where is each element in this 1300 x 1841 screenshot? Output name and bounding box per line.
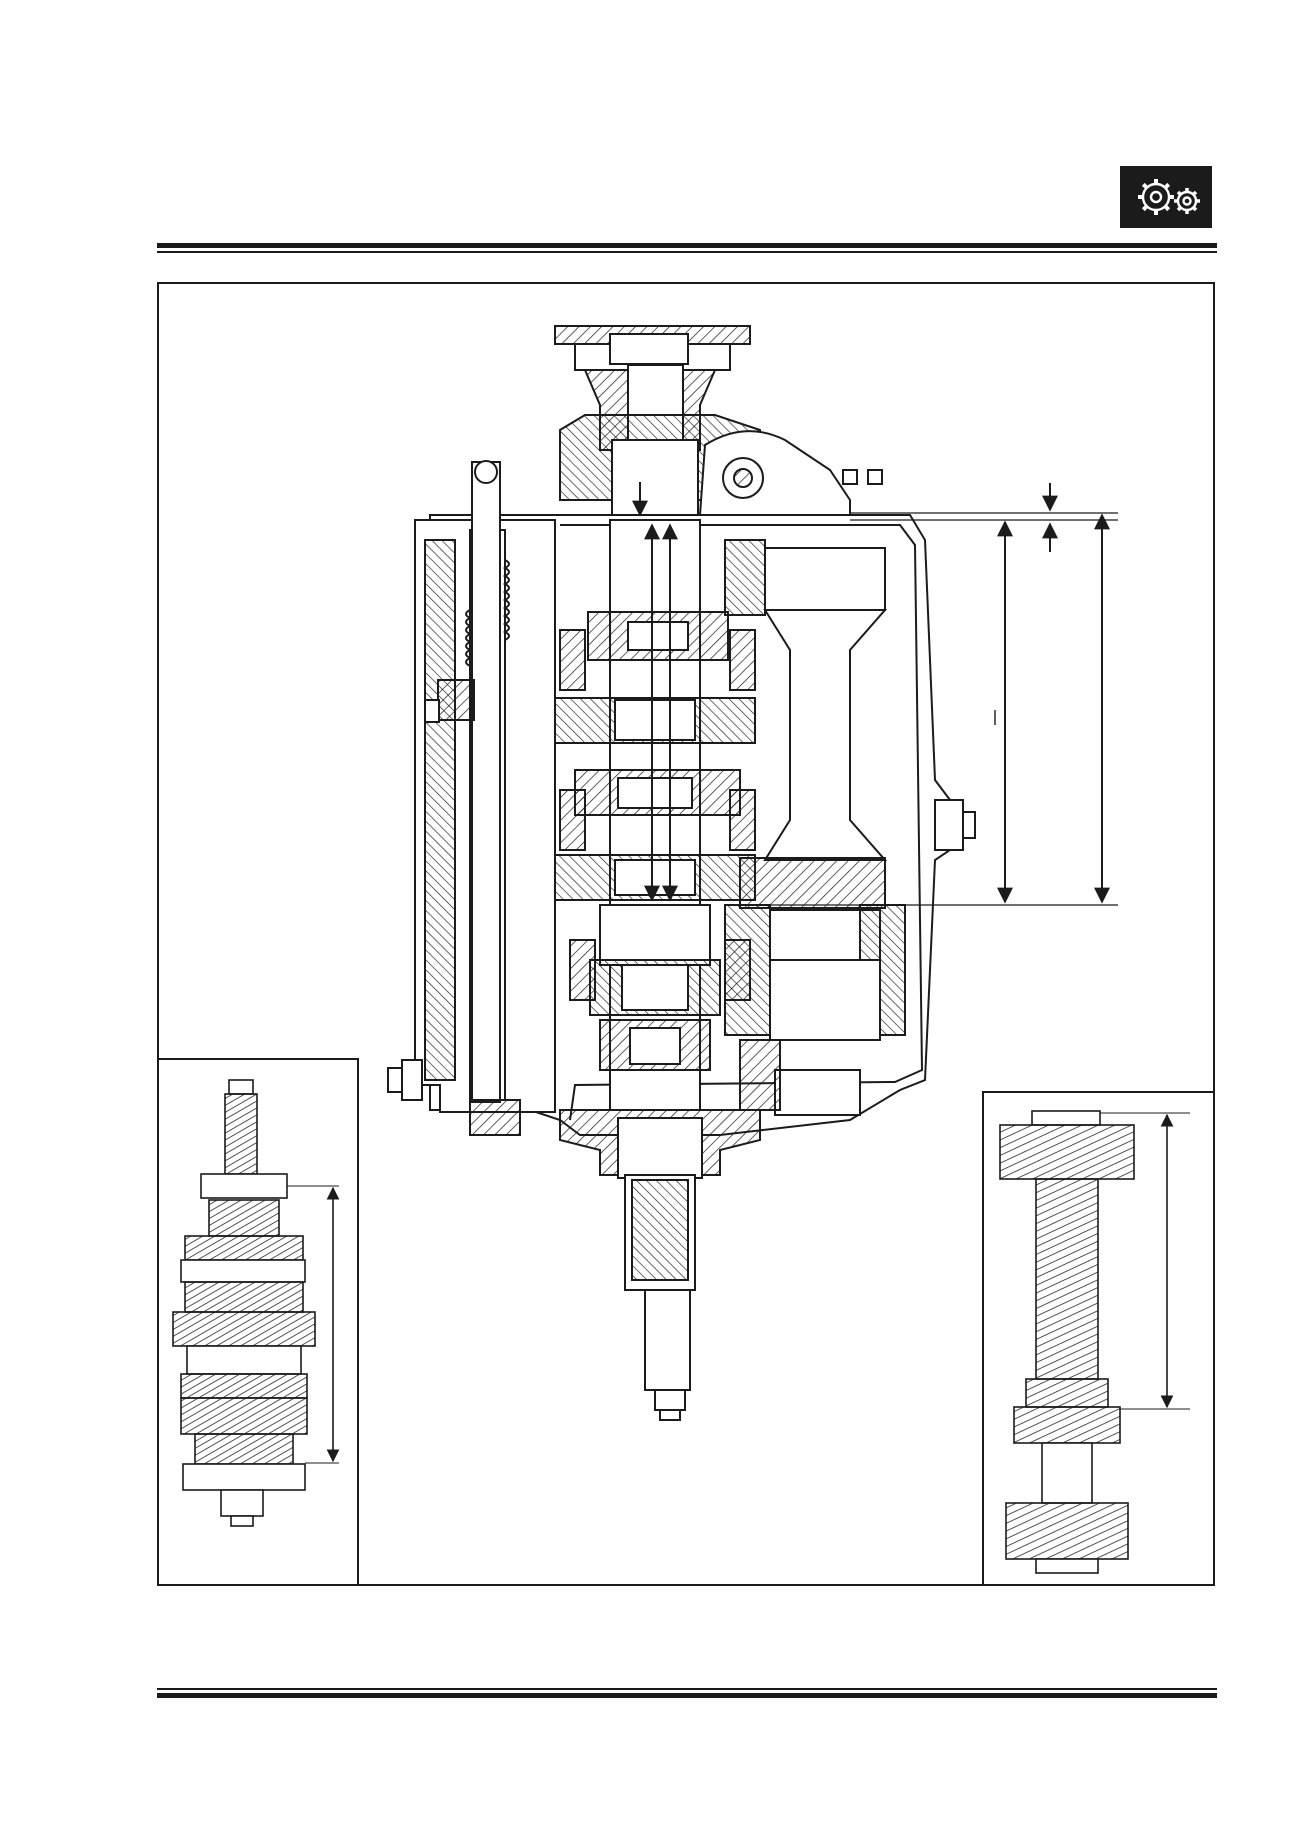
section-badge: [1120, 166, 1212, 228]
footer-rule-thick: [157, 1693, 1217, 1698]
mainshaft-gear-assembly: [172, 1079, 340, 1527]
gears-icon: [1138, 179, 1200, 215]
gearbox-housing: [387, 325, 976, 1421]
footer-rule-thin: [157, 1688, 1217, 1690]
mainshaft-inset: [157, 1058, 359, 1586]
dimension-lines: [632, 482, 1118, 906]
figure-frame: [157, 282, 1215, 1586]
header-rule-thin: [157, 251, 1217, 253]
layshaft-gear-cluster: [999, 1110, 1190, 1574]
layshaft-inset: [982, 1091, 1215, 1586]
header-rule-thick: [157, 243, 1217, 248]
